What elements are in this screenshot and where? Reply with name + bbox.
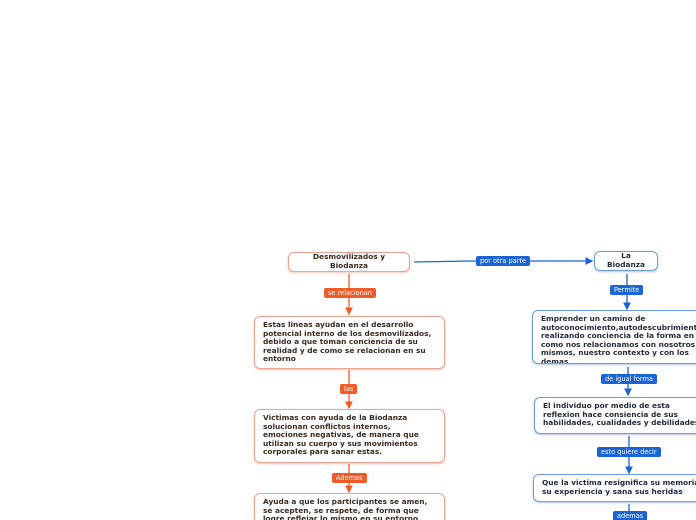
- label-por-otra-parte[interactable]: por otra parte: [476, 256, 531, 266]
- node-participantes[interactable]: Ayuda a que los participantes se amen, s…: [254, 493, 445, 520]
- node-resignifica[interactable]: Que la victima resignifica su memoria, s…: [533, 474, 696, 502]
- node-victimas-text: Victimas con ayuda de la Biodanza soluci…: [263, 413, 419, 457]
- node-emprender[interactable]: Emprender un camino de autoconocimiento,…: [532, 310, 696, 364]
- node-desmovilizados[interactable]: Desmovilizados y Biodanza: [288, 252, 410, 272]
- node-individuo[interactable]: El individuo por medio de esta reflexion…: [534, 397, 696, 434]
- node-biodanza-text: La Biodanza: [606, 251, 646, 269]
- node-resignifica-text: Que la victima resignifica su memoria, s…: [542, 478, 696, 496]
- label-las[interactable]: las: [340, 384, 358, 394]
- label-se-relacionan[interactable]: se relacionan: [324, 288, 376, 298]
- node-lineas[interactable]: Estas lineas ayudan en el desarrollo pot…: [254, 316, 445, 369]
- node-victimas[interactable]: Victimas con ayuda de la Biodanza soluci…: [254, 409, 445, 463]
- node-biodanza[interactable]: La Biodanza: [594, 251, 658, 271]
- node-individuo-text: El individuo por medio de esta reflexion…: [543, 401, 696, 428]
- node-participantes-text: Ayuda a que los participantes se amen, s…: [263, 497, 428, 520]
- node-emprender-text: Emprender un camino de autoconocimiento,…: [541, 314, 696, 364]
- label-ademas-blue[interactable]: ademas: [613, 511, 648, 520]
- node-lineas-text: Estas lineas ayudan en el desarrollo pot…: [263, 320, 432, 364]
- label-permite[interactable]: Permite: [610, 285, 644, 295]
- node-desmovilizados-text: Desmovilizados y Biodanza: [312, 252, 386, 270]
- label-de-igual-forma[interactable]: de igual forma: [601, 374, 657, 384]
- label-esto-quiere-decir[interactable]: esto quiere decir: [597, 447, 661, 457]
- label-ademas-orange[interactable]: Ademas: [332, 473, 367, 483]
